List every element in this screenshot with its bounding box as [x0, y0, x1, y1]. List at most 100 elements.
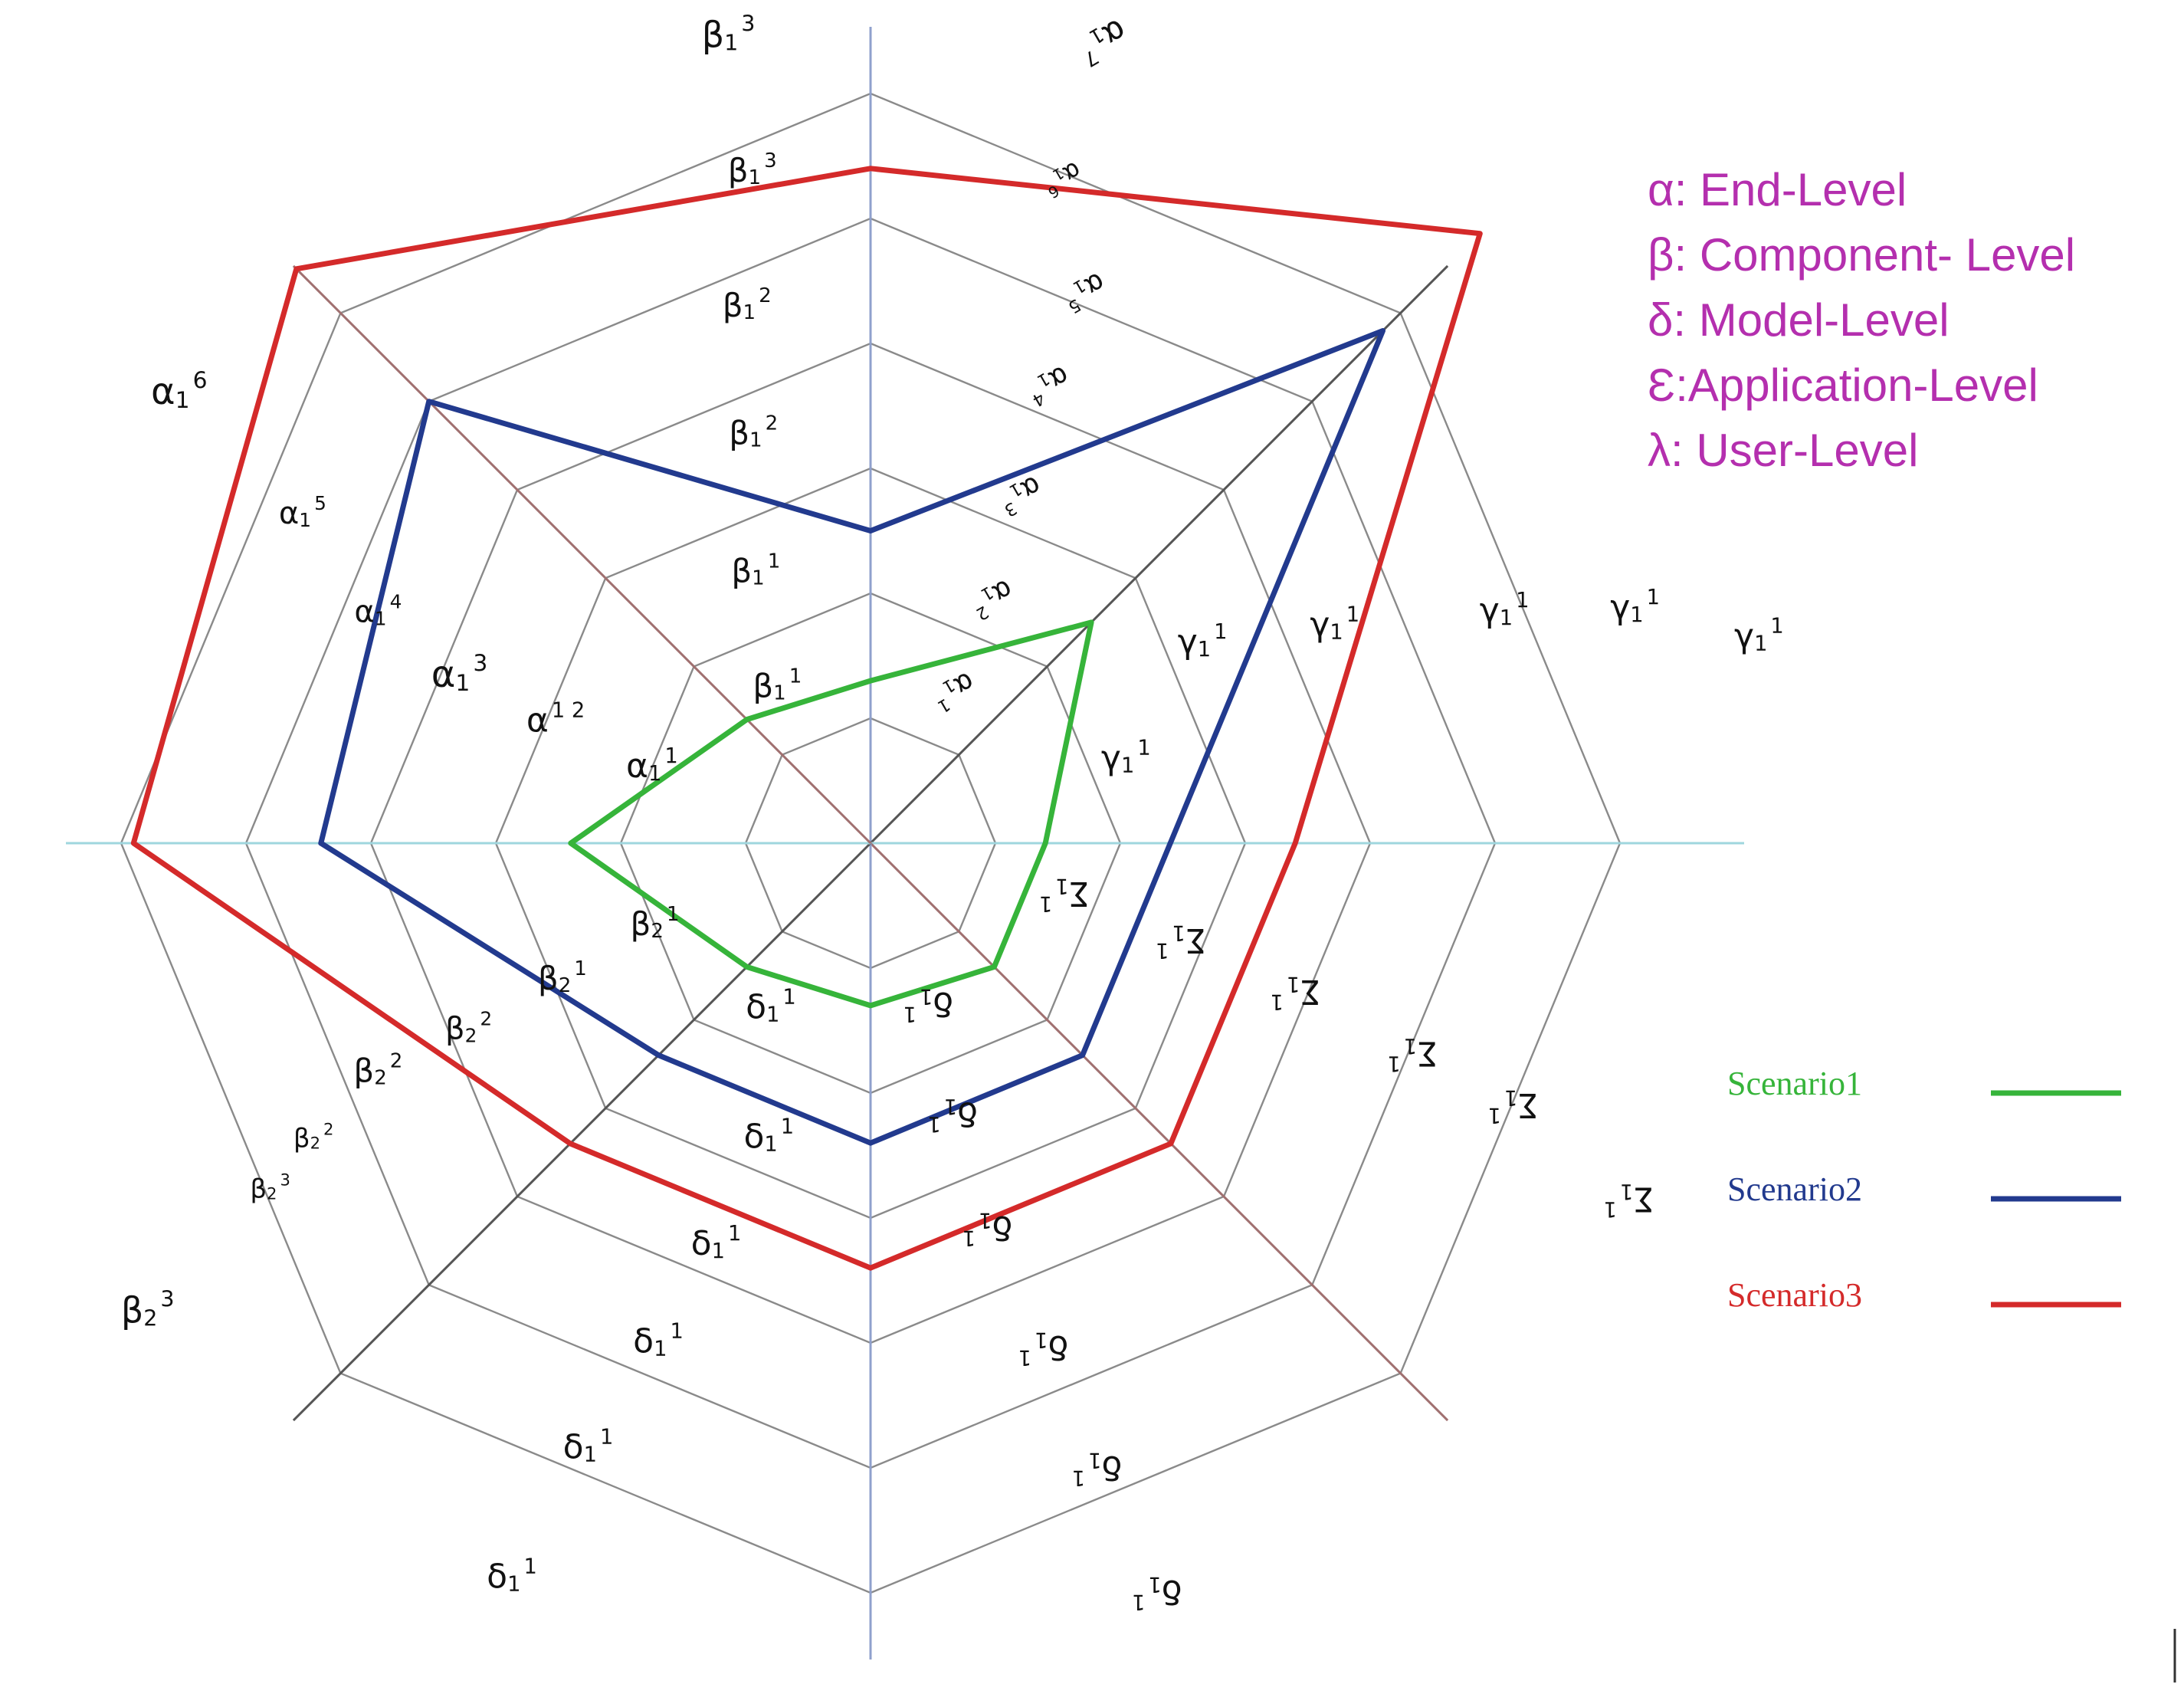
label-sup: 5 [314, 492, 326, 514]
sector-label-g11d: γ11 [1310, 602, 1359, 644]
label-base: α [431, 653, 456, 696]
label-base: β [353, 1052, 374, 1089]
label-base: γ [1610, 588, 1630, 627]
label-sub: 1 [455, 670, 470, 697]
label-sup: 1 [1387, 1052, 1400, 1075]
label-sub: 1 [1630, 603, 1643, 627]
sector-label-a11: α11 [626, 744, 678, 785]
label-base: α [151, 370, 175, 413]
label-sup: 1 [768, 550, 781, 573]
level-legend-item-3: δ: Model-Level [1648, 294, 1950, 346]
sector-label-b12a: β12 [723, 284, 772, 324]
sector-label-b22c: β22 [293, 1120, 334, 1154]
sector-label-a15r: α15 [1058, 266, 1112, 317]
label-sub: 1 [175, 387, 190, 414]
label-sub: 2 [465, 1024, 477, 1046]
sector-label-g11c: γ11 [1480, 589, 1530, 630]
radar-axes [66, 27, 1744, 1660]
label-sup: 1 [1018, 1345, 1031, 1369]
label-sub: 2 [559, 974, 572, 997]
label-base: δ [743, 1117, 764, 1156]
label-base: δ [633, 1322, 654, 1361]
label-base: γ [1101, 739, 1121, 778]
label-sub: 1 [743, 301, 756, 324]
label-sub: 1 [1121, 753, 1134, 777]
label-base: β [293, 1123, 310, 1154]
label-sub: 1 [724, 30, 738, 55]
label-base: α [279, 496, 299, 531]
sector-label-a12r: α12 [965, 573, 1019, 624]
sector-label-a13r: α13 [993, 469, 1048, 520]
label-base: α [526, 701, 549, 740]
label-sub: 1 [712, 1239, 725, 1263]
label-base: β [631, 905, 651, 943]
sector-label-dl2: δ11 [743, 1115, 794, 1156]
label-base: Σ [1069, 874, 1090, 913]
label-sub: 2 [267, 1184, 277, 1203]
label-sub: 1 [375, 607, 387, 629]
label-sup: 2 [759, 284, 772, 307]
label-sup: 2 [323, 1120, 333, 1139]
label-sup: 2 [972, 601, 992, 624]
axis-gamma [869, 264, 1449, 845]
label-sub: 1 [944, 1095, 957, 1118]
label-base: γ [1310, 606, 1330, 645]
label-base: β [445, 1012, 465, 1047]
label-sup: 1 [574, 957, 587, 980]
sector-label-a16: α16 [151, 367, 208, 414]
label-base: Σ [1185, 921, 1207, 960]
label-sup: 4 [390, 591, 402, 613]
label-sup: 1 [523, 1554, 536, 1578]
label-sub: 2 [310, 1134, 320, 1153]
label-sup: 1 [903, 1002, 916, 1026]
scenario-legend-label-2: Scenario2 [1727, 1170, 1862, 1208]
label-sup: 1 [1488, 1103, 1501, 1127]
label-sup: 3 [473, 650, 487, 677]
sector-label-b23a: β23 [250, 1170, 290, 1204]
axis-beta2 [292, 842, 872, 1422]
label-sub: 1 [1500, 606, 1513, 630]
label-base: δ [746, 988, 766, 1027]
sector-label-b22b: β22 [353, 1050, 402, 1090]
label-base: β [250, 1174, 267, 1204]
label-base: δ [487, 1558, 507, 1597]
label-sub: 1 [1504, 1085, 1517, 1109]
sector-label-b23b: β23 [121, 1287, 175, 1331]
sector-label-b11b: β11 [753, 665, 802, 705]
label-sup: 1 [927, 1112, 940, 1136]
scenario-legend-label-3: Scenario3 [1727, 1276, 1862, 1314]
label-sup: 1 [1770, 614, 1783, 638]
sector-label-g11a: γ11 [1734, 614, 1784, 655]
sector-label-b11a: β11 [731, 550, 780, 590]
label-sub: 1 [1148, 1572, 1161, 1596]
label-sup: 1 [1604, 1197, 1617, 1221]
sector-label-a14: α14 [354, 591, 402, 630]
label-sup: 1 [667, 903, 680, 926]
label-sup: 1 [1516, 589, 1529, 612]
label-base: α [626, 747, 648, 786]
label-base: Σ [1517, 1085, 1539, 1124]
label-sup: 1 [789, 665, 802, 688]
label-base: Σ [1633, 1180, 1654, 1219]
label-base: δ [1101, 1448, 1122, 1487]
label-sub: 1 [1172, 921, 1185, 944]
label-sub: 1 [1620, 1180, 1633, 1203]
sector-label-dl3: δ11 [691, 1222, 742, 1263]
label-sub: 1 [920, 984, 933, 1008]
sector-label-a11r: α11 [926, 665, 981, 717]
sector-label-dl4: δ11 [633, 1319, 684, 1361]
sector-label-g11e: γ11 [1178, 619, 1228, 661]
label-base: δ [563, 1427, 584, 1466]
axis-delta_right [869, 842, 1449, 1422]
label-base: Σ [1300, 972, 1321, 1011]
label-sub: 1 [749, 166, 762, 189]
label-sup: 1 [934, 694, 953, 717]
label-base: β [729, 414, 749, 451]
label-base: β [702, 14, 724, 55]
